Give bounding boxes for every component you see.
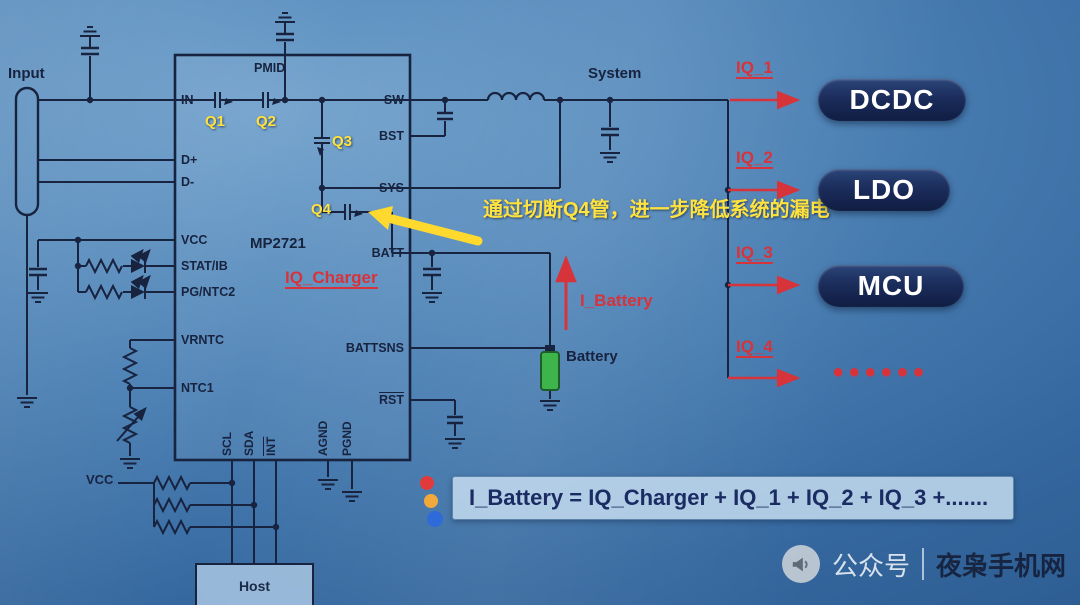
host-label: Host	[238, 578, 271, 594]
q1-label: Q1	[205, 113, 226, 130]
input-connector	[14, 86, 40, 217]
q2-label: Q2	[256, 113, 277, 130]
iq-charger-label: IQ_Charger	[285, 268, 378, 289]
pin-rst: RST	[379, 393, 404, 407]
iq4-label: IQ_4	[736, 337, 773, 358]
watermark-name: 夜枭手机网	[935, 550, 1066, 581]
vcc-label: VCC	[86, 472, 114, 487]
iq1-label: IQ_1	[736, 58, 773, 79]
pin-sda: SDA	[242, 430, 256, 456]
pin-scl: SCL	[220, 432, 234, 456]
pin-in: IN	[181, 93, 194, 107]
pin-vcc: VCC	[181, 233, 208, 247]
watermark: 公众号 夜枭手机网	[781, 540, 1066, 588]
led-icons	[123, 251, 155, 299]
dcdc-block: DCDC	[818, 79, 966, 121]
pin-int: INT	[264, 436, 278, 456]
input-label: Input	[8, 65, 45, 82]
capacitors	[29, 32, 619, 425]
pin-sw: SW	[383, 93, 404, 107]
yellow-callout-arrow	[368, 206, 483, 246]
host-box: Host	[195, 563, 314, 605]
pin-battsns: BATTSNS	[345, 341, 404, 355]
mcu-block: MCU	[818, 265, 964, 307]
battery-icon	[540, 345, 560, 391]
pin-agnd: AGND	[316, 420, 330, 456]
q3-label: Q3	[332, 133, 353, 150]
more-loads-ellipsis: ●●●●●●	[832, 361, 929, 383]
red-current-arrows	[555, 90, 801, 388]
pin-sys: SYS	[378, 181, 404, 195]
pin-pg-ntc2: PG/NTC2	[181, 285, 236, 299]
formula-box: I_Battery = IQ_Charger + IQ_1 + IQ_2 + I…	[452, 476, 1014, 520]
pin-dminus: D-	[181, 175, 195, 189]
watermark-prefix: 公众号	[831, 550, 910, 581]
q4-label: Q4	[311, 201, 332, 218]
system-label: System	[588, 65, 642, 82]
ic-outline	[173, 53, 412, 462]
i-battery-label: I_Battery	[580, 291, 653, 310]
iq2-label: IQ_2	[736, 148, 773, 169]
pin-batt: BATT	[371, 246, 404, 260]
formula-text: I_Battery = IQ_Charger + IQ_1 + IQ_2 + I…	[469, 485, 989, 510]
pin-bst: BST	[379, 129, 404, 143]
watermark-divider	[921, 548, 924, 580]
pin-pgnd: PGND	[340, 421, 354, 456]
ic-name: MP2721	[250, 235, 306, 252]
pin-dplus: D+	[181, 153, 198, 167]
megaphone-icon	[781, 545, 820, 583]
resistors	[85, 259, 191, 534]
pin-ntc1: NTC1	[181, 381, 214, 395]
wires	[26, 22, 729, 563]
inductor-icon	[486, 91, 546, 101]
pin-pmid: PMID	[254, 61, 286, 75]
battery-label: Battery	[566, 348, 618, 365]
q4-note: 通过切断Q4管，进一步降低系统的漏电	[483, 199, 830, 221]
pin-vrntc: VRNTC	[181, 333, 225, 347]
iq3-label: IQ_3	[736, 243, 773, 264]
color-dots-icon	[420, 476, 443, 527]
thermistor-arrow	[116, 406, 147, 442]
pin-stat-ib: STAT/IB	[181, 259, 228, 273]
ldo-block: LDO	[818, 169, 950, 211]
